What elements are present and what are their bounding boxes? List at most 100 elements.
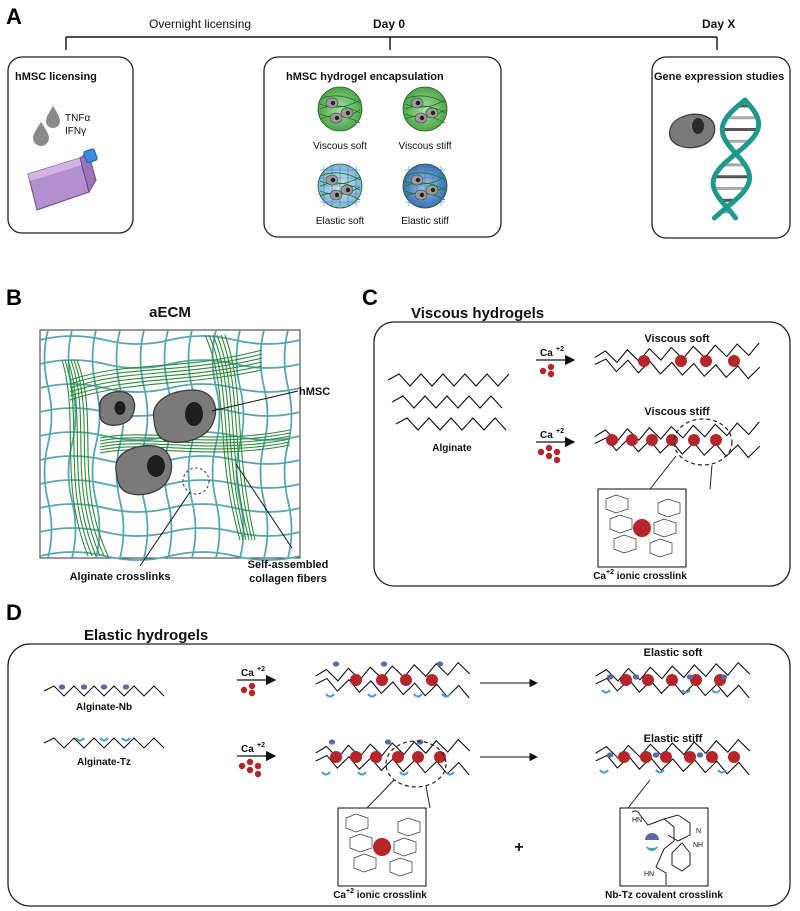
sugar-ring — [353, 853, 377, 873]
timeline-day0-label: Day 0 — [373, 17, 405, 31]
viscous-soft-network — [594, 342, 761, 380]
viscous-stiff-gel-icon — [402, 86, 448, 132]
calcium-arrow-stiff: Ca +2 — [536, 428, 576, 464]
tetrazine-group — [717, 769, 727, 774]
hmsc-label: hMSC — [299, 386, 330, 398]
panel-c-letter: C — [362, 285, 378, 310]
sugar-ring — [605, 494, 629, 514]
norbornene-group — [332, 661, 340, 667]
sugar-ring — [393, 837, 417, 857]
norbornene-group — [416, 739, 424, 745]
elastic-ionic-soft-network — [315, 661, 471, 699]
crosslink-highlight — [182, 467, 210, 495]
calcium-ion — [606, 434, 618, 446]
elastic-soft-label: Elastic soft — [644, 647, 703, 659]
calcium-ion — [706, 751, 718, 763]
calcium-ion — [675, 355, 687, 367]
alginate-strand — [387, 373, 510, 387]
collagen-fiber — [70, 359, 101, 557]
chem-n: N — [696, 828, 701, 835]
elastic-stiff-gel-icon — [402, 163, 448, 209]
alginate-strand — [594, 358, 761, 380]
alginate-strand — [594, 437, 761, 459]
alginate-nb-label: Alginate-Nb — [76, 702, 132, 713]
norbornene-group — [122, 684, 130, 690]
norbornene-group — [58, 684, 66, 690]
collagen-fiber — [99, 444, 291, 454]
norbornene-group — [384, 739, 392, 745]
tetrazine-group — [121, 737, 131, 742]
tetrazine-group — [441, 693, 451, 698]
collagen-fiber — [204, 334, 241, 541]
calcium-ion — [350, 751, 362, 763]
tetrazine-group — [367, 693, 377, 698]
panel-d-letter: D — [6, 600, 22, 625]
sugar-ring — [649, 538, 673, 558]
aecm-title: aECM — [149, 304, 191, 321]
ionic-crosslink-label: Ca+2 ionic crosslink — [333, 888, 427, 901]
calcium-ion — [640, 751, 652, 763]
norbornene-group — [380, 661, 388, 667]
tetrazine-group — [399, 771, 409, 776]
calcium-ion — [638, 355, 650, 367]
collagen-label-line2: collagen fibers — [249, 573, 327, 585]
alginate-fiber — [235, 329, 245, 559]
collagen-label-line1: Self-assembled — [248, 559, 329, 571]
calcium-ion — [642, 674, 654, 686]
alginate-fiber — [67, 329, 77, 559]
nb-tz-inset: HN N NH HN — [619, 807, 709, 887]
norbornene-group — [606, 674, 614, 680]
ion-label: Ca — [540, 348, 553, 359]
calcium-ion — [376, 674, 388, 686]
panel-c: C Viscous hydrogels Alginate Ca +2 Ca +2… — [362, 285, 791, 587]
collagen-fiber — [64, 359, 93, 557]
sugar-ring — [349, 833, 373, 853]
viscous-stiff-label: Viscous stiff — [644, 406, 710, 418]
aecm-cells — [99, 389, 217, 496]
alginate-strand — [315, 661, 471, 682]
collagen-fiber — [61, 359, 89, 557]
calcium-ion — [728, 355, 740, 367]
panel-a: A Overnight licensing Day 0 Day X hMSC l… — [6, 4, 791, 239]
norbornene-group — [720, 674, 728, 680]
collagen-fiber — [73, 359, 105, 557]
elastic-soft-gel-icon — [317, 163, 363, 209]
tetrazine-group — [599, 769, 609, 774]
elastic-soft-network — [595, 661, 751, 699]
collagen-fiber — [67, 359, 97, 557]
viscous-title: Viscous hydrogels — [411, 305, 544, 322]
sugar-ring — [389, 857, 413, 877]
alginate-fiber — [163, 329, 173, 559]
alginate-strand — [43, 737, 165, 749]
calcium-ion — [350, 674, 362, 686]
collagen-fibers — [61, 334, 291, 557]
tetrazine-group — [445, 771, 455, 776]
calcium-arrow-soft: Ca +2 — [536, 346, 576, 378]
norbornene-group — [606, 752, 614, 758]
alginate-strand — [595, 754, 750, 776]
tetrazine-group — [357, 771, 367, 776]
ion-charge: +2 — [257, 666, 265, 673]
encapsulation-box: hMSC hydrogel encapsulation Viscous soft… — [263, 56, 502, 238]
norbornene-group — [652, 752, 660, 758]
collagen-fiber — [69, 349, 263, 381]
tetrazine-group — [601, 689, 611, 694]
sugar-ring — [345, 813, 369, 833]
calcium-ion — [620, 674, 632, 686]
calcium-ion — [684, 751, 696, 763]
calcium-ion — [370, 751, 382, 763]
gene-expression-box: Gene expression studies — [651, 56, 791, 239]
elastic-stiff-network — [595, 738, 751, 776]
chem-hn-top: HN — [632, 817, 642, 824]
tetrazine-group — [75, 737, 85, 742]
cytokine-tnf: TNFα — [65, 113, 90, 124]
tetrazine-group — [655, 769, 665, 774]
timeline-dayx-label: Day X — [702, 17, 735, 31]
alginate-nb-chain — [43, 684, 165, 697]
collagen-fiber — [208, 334, 244, 541]
calcium-ion — [412, 751, 424, 763]
norbornene-group — [696, 752, 704, 758]
tetrazine-group — [325, 693, 335, 698]
dna-strand — [711, 97, 753, 221]
